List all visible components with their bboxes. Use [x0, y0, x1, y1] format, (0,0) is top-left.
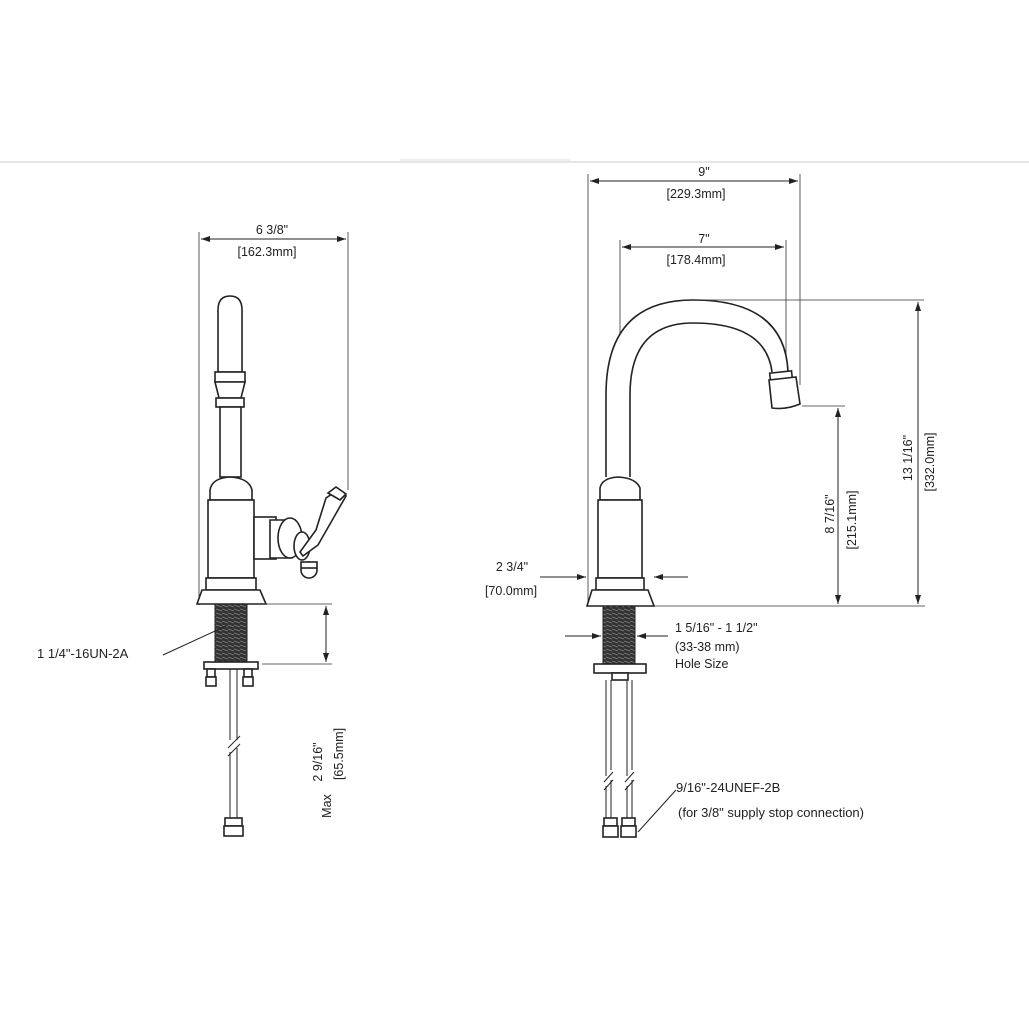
front-hole-caption: Hole Size	[675, 657, 729, 671]
front-spout-height-mm-label: [215.1mm]	[845, 490, 859, 549]
front-height-mm-label: [332.0mm]	[923, 432, 937, 491]
side-thread-leader	[162, 625, 227, 656]
front-reach-dimension: 9" [229.3mm]	[587, 165, 801, 606]
front-reach-mm-label: [229.3mm]	[666, 187, 725, 201]
front-view: 9" [229.3mm] 7" [178.4mm]	[485, 165, 937, 838]
front-base-in-label: 2 3/4"	[496, 560, 528, 574]
front-shank	[593, 605, 647, 838]
side-depth-mm-label: [65.5mm]	[332, 728, 346, 780]
front-supply-leader	[637, 789, 677, 833]
side-depth-qualifier: Max	[320, 793, 334, 817]
side-view: 6 3/8" [162.3mm]	[37, 223, 349, 837]
front-spout-height-in-label: 8 7/16"	[823, 494, 837, 533]
front-base-mm-label: [70.0mm]	[485, 584, 537, 598]
side-width-in-label: 6 3/8"	[256, 223, 288, 237]
front-supply-thread-label: 9/16"-24UNEF-2B	[676, 780, 780, 795]
front-hole-mm-label: (33-38 mm)	[675, 640, 740, 654]
front-reach-in-label: 9"	[698, 165, 709, 179]
front-spout-mm-label: [178.4mm]	[666, 253, 725, 267]
front-height-in-label: 13 1/16"	[901, 435, 915, 481]
front-base-dimension: 2 3/4" [70.0mm]	[485, 560, 688, 598]
side-shank	[203, 603, 259, 837]
side-depth-in-label: 2 9/16"	[311, 742, 325, 781]
front-height-dimension: 13 1/16" [332.0mm]	[695, 299, 937, 604]
side-thread-label: 1 1/4"-16UN-2A	[37, 646, 129, 661]
front-hole-size-label: 1 5/16" - 1 1/2"	[675, 621, 758, 635]
front-spout-in-label: 7"	[698, 232, 709, 246]
side-width-mm-label: [162.3mm]	[237, 245, 296, 259]
front-spout-height-dimension: 8 7/16" [215.1mm]	[802, 405, 859, 604]
side-faucet-body	[195, 295, 348, 605]
front-supply-note: (for 3/8" supply stop connection)	[678, 805, 864, 820]
side-depth-dimension: 2 9/16" [65.5mm] Max	[262, 603, 346, 818]
front-hole-dimension: 1 5/16" - 1 1/2" (33-38 mm) Hole Size	[565, 621, 758, 671]
front-spout-dimension: 7" [178.4mm]	[619, 232, 787, 380]
side-width-dimension: 6 3/8" [162.3mm]	[198, 223, 349, 605]
front-faucet-body	[585, 299, 801, 607]
